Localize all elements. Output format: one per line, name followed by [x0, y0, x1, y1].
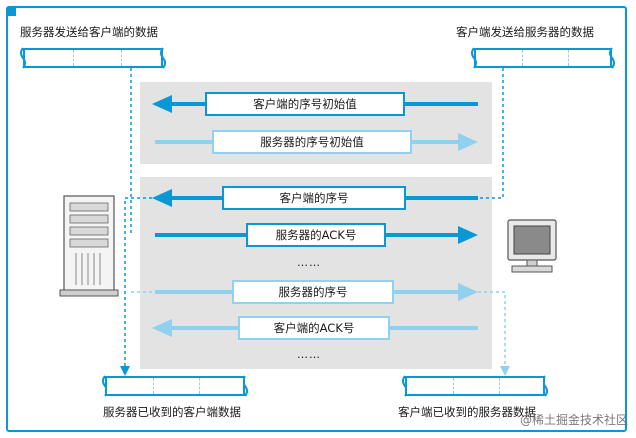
msg-server-seq: 服务器的序号 — [232, 280, 394, 304]
server-send-label: 服务器发送给客户端的数据 — [20, 25, 158, 39]
diagram-frame — [6, 6, 627, 432]
ellipsis-2: …… — [297, 348, 321, 361]
arrowhead-to-server-recv — [120, 366, 130, 376]
msg-server-initial-seq: 服务器的序号初始值 — [212, 130, 412, 154]
server-tower-icon — [59, 195, 119, 297]
msg-client-ack: 客户端的ACK号 — [238, 316, 390, 340]
msg-client-seq: 客户端的序号 — [222, 186, 406, 210]
watermark: @稀土掘金技术社区 — [519, 413, 628, 427]
client-recv-buffer — [405, 376, 545, 396]
server-recv-label: 服务器已收到的客户端数据 — [103, 405, 241, 419]
client-send-label: 客户端发送给服务器的数据 — [456, 25, 594, 39]
client-monitor-icon — [507, 219, 557, 273]
client-recv-label: 客户端已收到的服务器数据 — [398, 405, 536, 419]
msg-server-ack: 服务器的ACK号 — [246, 223, 386, 247]
dashed-connectors — [124, 68, 506, 370]
ellipsis-1: …… — [297, 256, 321, 269]
arrowhead-to-client-recv — [500, 366, 510, 376]
frame-corner-mark — [8, 8, 16, 16]
server-recv-buffer — [105, 376, 245, 396]
msg-client-initial-seq: 客户端的序号初始值 — [205, 92, 405, 116]
